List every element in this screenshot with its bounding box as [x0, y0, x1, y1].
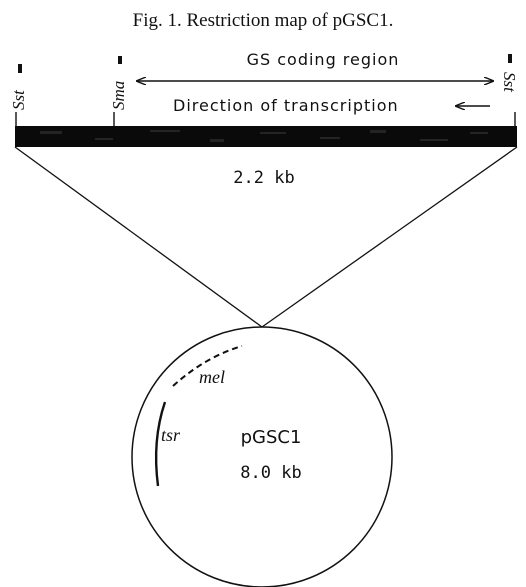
transcription-label: Direction of transcription — [173, 96, 399, 115]
site-label-sst-right: Sst — [500, 72, 519, 93]
fragment-bar-texture — [40, 130, 488, 142]
tsr-gene-label: tsr — [161, 425, 181, 445]
mel-gene-label: mel — [199, 367, 225, 387]
site-label-sma: Sma — [109, 81, 128, 110]
mel-gene-arc — [172, 345, 243, 387]
right-connector-line — [261, 146, 518, 328]
tsr-gene-arc — [154, 401, 167, 487]
plasmid-size-label: 8.0 kb — [240, 463, 301, 483]
plasmid-circle — [131, 326, 393, 587]
fragment-size-label: 2.2 kb — [233, 168, 294, 188]
figure-caption: Fig. 1. Restriction map of pGSC1. — [133, 10, 394, 31]
coding-region-label: GS coding region — [247, 50, 400, 69]
site-label-sst-left: Sst — [9, 89, 28, 110]
left-connector-line — [14, 146, 263, 328]
plasmid-name-label: pGSC1 — [241, 427, 302, 448]
fragment-bar — [15, 126, 517, 147]
